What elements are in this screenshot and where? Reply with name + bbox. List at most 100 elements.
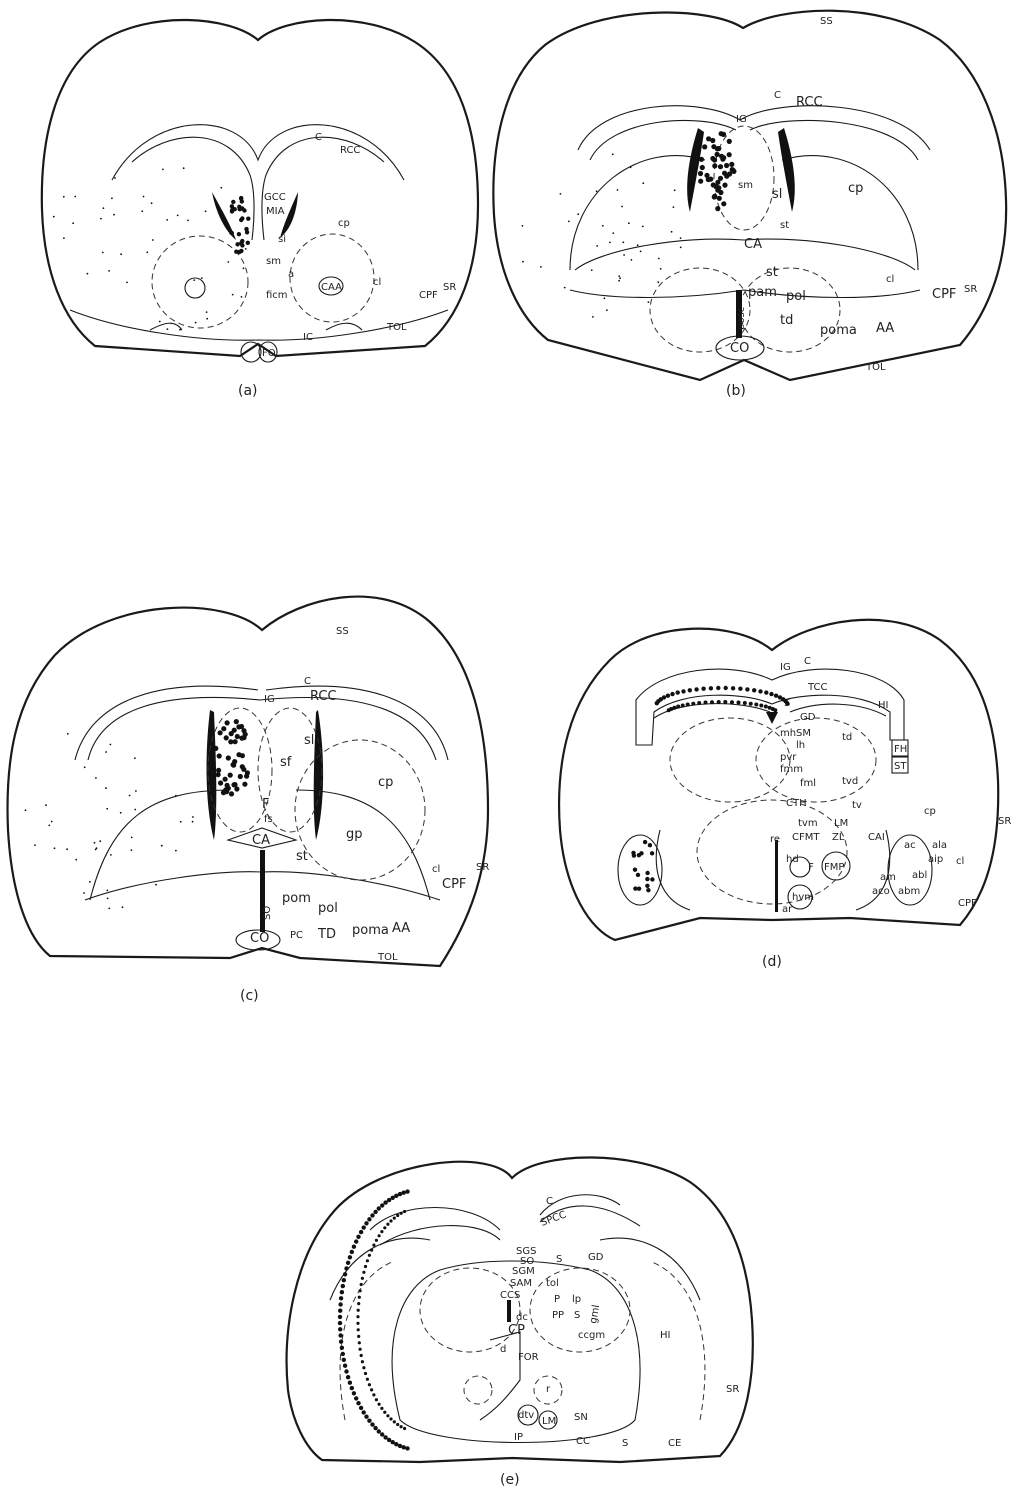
label-e-SAM: SAM (510, 1278, 532, 1289)
cell-dot (356, 1322, 359, 1325)
label-d-C: C (804, 656, 811, 667)
label-c-poma: poma (352, 923, 389, 938)
cell-dot (340, 1290, 344, 1294)
label-d-am: am (880, 872, 896, 883)
cell-dot (662, 695, 666, 699)
caption-b: (b) (726, 383, 746, 399)
label-c-SO: SO (262, 906, 273, 920)
cell-dot (712, 194, 717, 199)
cell-dot (666, 694, 670, 698)
label-d-CTH: CTH (786, 798, 807, 809)
cell-dot (103, 207, 105, 209)
cell-dot (370, 1388, 373, 1391)
cell-dot (359, 1406, 363, 1410)
cell-dot (122, 906, 124, 908)
cell-dot (380, 1407, 383, 1410)
cell-dot (364, 1372, 367, 1375)
cell-dot (710, 156, 715, 161)
cell-dot (84, 766, 86, 768)
label-d-FH: FH (894, 744, 907, 755)
cell-dot (129, 795, 131, 797)
label-d-IG: IG (780, 662, 791, 673)
label-e-CC: CC (576, 1436, 590, 1447)
labeled-cells-a (53, 167, 251, 330)
cell-dot (344, 1369, 348, 1373)
cell-dot (380, 1203, 384, 1207)
cell-dot (227, 261, 229, 263)
label-d-re: re (770, 834, 780, 845)
cell-dot (241, 767, 246, 772)
label-d-tvm: tvm (798, 818, 818, 829)
cell-dot (338, 1315, 342, 1319)
cell-dot (660, 268, 662, 270)
cell-dot (380, 1230, 383, 1233)
cell-dot (134, 757, 136, 759)
cell-dot (522, 261, 524, 263)
label-d-F: F (808, 862, 814, 873)
cell-dot (206, 311, 208, 313)
cell-dot (234, 719, 239, 724)
cell-dot (621, 206, 623, 208)
cell-dot (352, 1391, 356, 1395)
label-e-S: S (556, 1254, 562, 1265)
label-b-td: td (780, 313, 793, 328)
cell-dot (658, 258, 660, 260)
cell-dot (239, 196, 243, 200)
cell-dot (357, 1335, 360, 1338)
cell-dot (225, 783, 230, 788)
label-a-CAA: CAA (321, 282, 342, 293)
cell-dot (375, 1239, 378, 1242)
label-a-si: si (278, 234, 286, 245)
cell-dot (338, 1321, 342, 1325)
cell-dot (688, 688, 692, 692)
cell-dot (360, 1354, 363, 1357)
label-a-sm: sm (266, 256, 281, 267)
label-e-HI: HI (660, 1330, 670, 1341)
label-e-FOR: FOR (518, 1352, 539, 1363)
cell-dot (338, 1327, 342, 1331)
cell-dot (114, 177, 116, 179)
cell-dot (358, 1341, 361, 1344)
cell-dot (63, 237, 65, 239)
cell-dot (161, 845, 163, 847)
panel-a: C RCC GCC cp MIA si sm a ficm CAA cl CPF… (42, 20, 478, 399)
label-e-LM: LM (542, 1416, 556, 1427)
cell-dot (716, 146, 721, 151)
cell-dot (195, 322, 197, 324)
label-e-SR: SR (726, 1384, 739, 1395)
cell-dot (774, 694, 778, 698)
cell-dot (96, 847, 98, 849)
label-d-ala: ala (932, 840, 947, 851)
cell-dot (592, 316, 594, 318)
cell-dot (367, 1217, 371, 1221)
cell-dot (48, 825, 50, 827)
cell-dot (759, 704, 763, 708)
cell-dot (25, 809, 27, 811)
cell-dot (729, 162, 734, 167)
cell-dot (402, 1191, 406, 1195)
cell-dot (166, 219, 168, 221)
cell-dot (245, 248, 247, 250)
label-d-cl: cl (956, 856, 964, 867)
cell-dot (628, 222, 630, 224)
label-d-aco: aco (872, 886, 890, 897)
label-b-pol: pol (786, 289, 806, 304)
cell-dot (221, 790, 226, 795)
cell-dot (362, 1366, 365, 1369)
cell-dot (343, 1272, 347, 1276)
cell-dot (672, 706, 676, 710)
label-c-TOL: TOL (377, 952, 398, 963)
cell-dot (364, 1221, 368, 1225)
cell-dot (752, 688, 756, 692)
cell-dot (113, 214, 115, 216)
cell-dot (383, 1226, 386, 1229)
cell-dot (715, 206, 720, 211)
cell-dot (236, 752, 241, 757)
cell-dot (370, 1249, 373, 1252)
label-d-GD: GD (800, 712, 816, 723)
panel-b: SS IG C RCC cp sm sl st CA st pam pol td… (493, 11, 1006, 399)
cell-dot (619, 277, 621, 279)
cell-dot (357, 1328, 360, 1331)
label-d-abm: abm (898, 886, 920, 897)
label-c-st: st (296, 849, 308, 864)
